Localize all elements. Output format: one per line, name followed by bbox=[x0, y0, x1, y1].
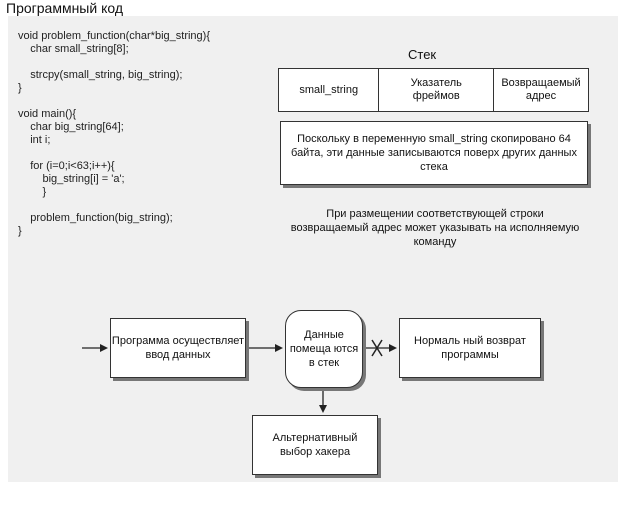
code-line: void main(){ bbox=[18, 108, 77, 120]
code-line: } bbox=[18, 225, 22, 237]
code-line: problem_function(big_string); bbox=[18, 212, 173, 224]
stack-cell-small-string: small_string bbox=[279, 69, 380, 111]
stack-title: Стек bbox=[408, 47, 437, 62]
flow-alternative-box: Альтернативный выбор хакера bbox=[252, 415, 378, 475]
flow-input-label: Программа осуществляет ввод данных bbox=[111, 335, 245, 361]
code-line: } bbox=[18, 186, 47, 198]
return-address-note: При размещении соответствующей строки во… bbox=[290, 208, 580, 248]
blocked-cross-mark bbox=[371, 339, 383, 357]
flow-stack-push-box: Данные помеща ются в стек bbox=[285, 310, 363, 388]
input-to-stack-arrowhead bbox=[275, 344, 283, 352]
overflow-note-box: Поскольку в переменную small_string скоп… bbox=[280, 121, 588, 185]
code-line: char big_string[64]; bbox=[18, 121, 124, 133]
flow-alternative-label: Альтернативный выбор хакера bbox=[272, 432, 358, 458]
code-line: strcpy(small_string, big_string); bbox=[18, 69, 183, 81]
code-line: big_string[i] = 'a'; bbox=[18, 173, 125, 185]
code-line: char small_string[8]; bbox=[18, 43, 129, 55]
stack-diagram: small_string Указатель фреймов Возвращае… bbox=[278, 68, 589, 112]
code-line: int i; bbox=[18, 134, 51, 146]
flow-input-box: Программа осуществляет ввод данных bbox=[110, 318, 246, 378]
code-line: } bbox=[18, 82, 22, 94]
code-line: for (i=0;i<63;i++){ bbox=[18, 160, 115, 172]
code-heading: Программный код bbox=[6, 0, 123, 16]
stack-to-alternative-arrowhead bbox=[319, 405, 327, 413]
stack-cell-frame-pointer: Указатель фреймов bbox=[379, 69, 495, 111]
flow-stack-push-label: Данные помеща ются в стек bbox=[289, 329, 359, 369]
flow-normal-return-box: Нормаль ный возврат программы bbox=[399, 318, 541, 378]
stack-to-return-arrowhead bbox=[389, 344, 397, 352]
stack-cell-return-address: Возвращаемый адрес bbox=[501, 77, 581, 102]
entry-arrowhead bbox=[100, 344, 108, 352]
overflow-note-text: Поскольку в переменную small_string скоп… bbox=[291, 133, 577, 173]
code-line: void problem_function(char*big_string){ bbox=[18, 30, 210, 42]
flow-normal-return-label: Нормаль ный возврат программы bbox=[414, 335, 526, 361]
code-listing: void problem_function(char*big_string){ … bbox=[18, 30, 210, 238]
